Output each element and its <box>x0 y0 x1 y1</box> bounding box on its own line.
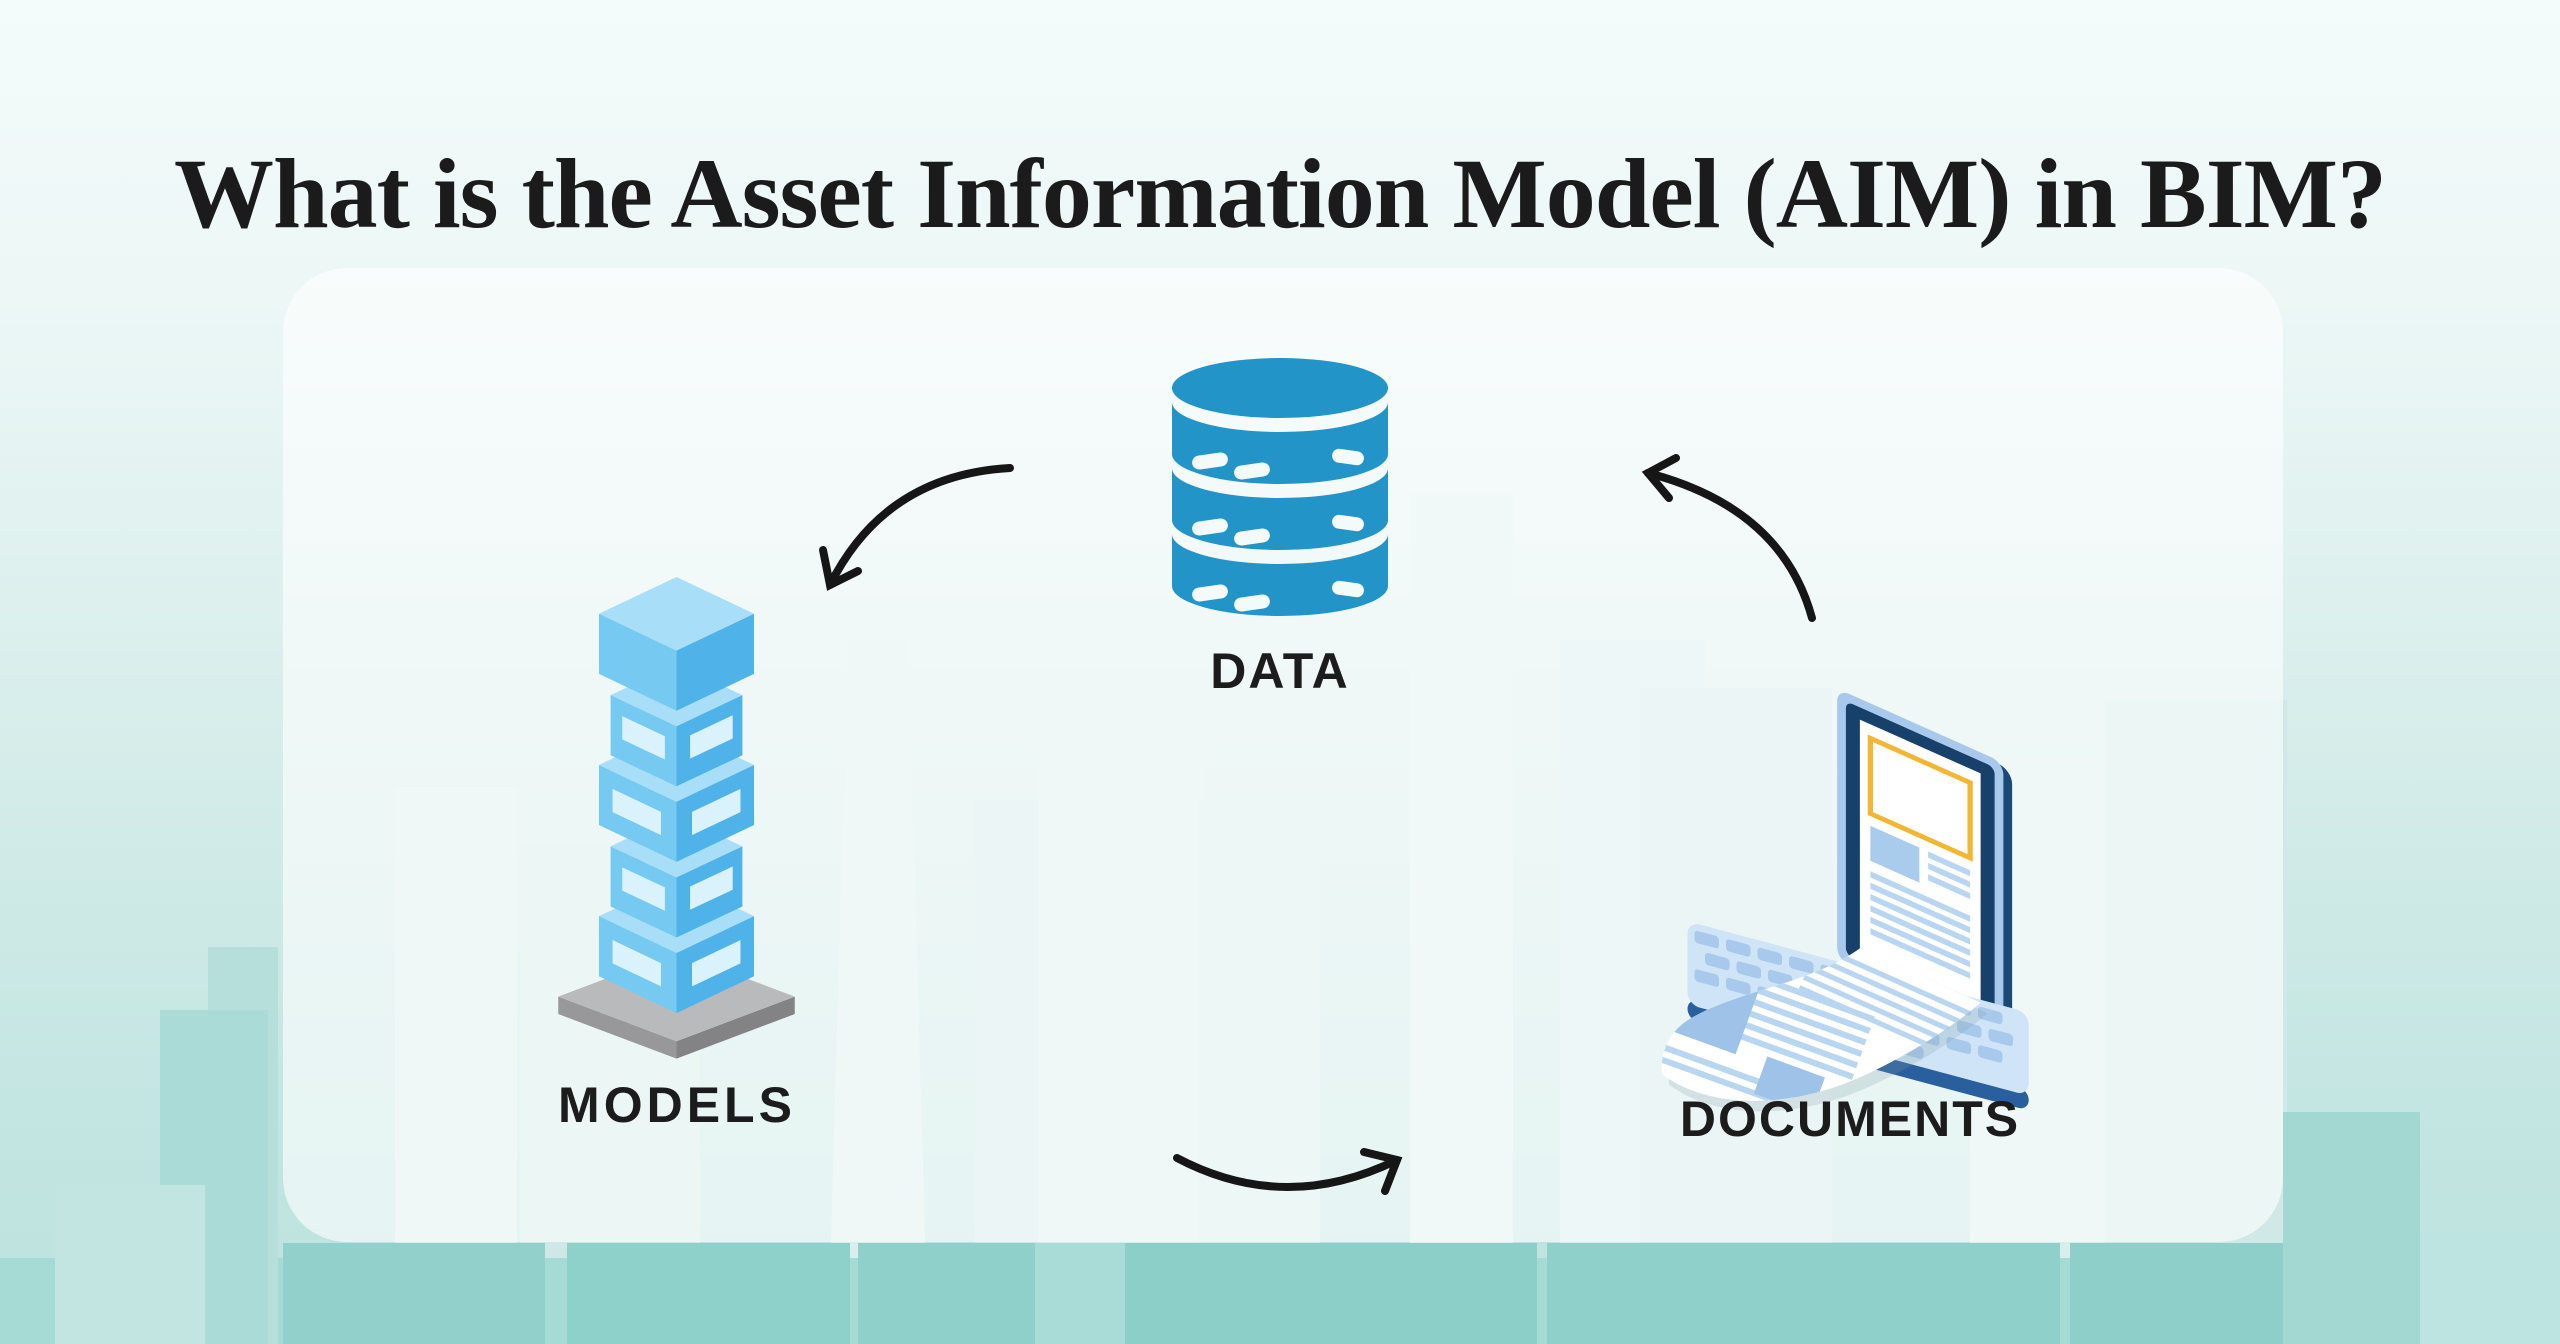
arrow-data-to-models <box>819 464 1014 591</box>
laptop-documents-icon <box>1661 692 2029 1112</box>
node-label-models: MODELS <box>558 1077 796 1133</box>
laptop-screen <box>1837 692 2013 1040</box>
document-header-box <box>1867 734 1973 862</box>
database-icon <box>1172 358 1388 616</box>
building-model-icon <box>558 576 795 1059</box>
page-title: What is the Asset Information Model (AIM… <box>173 138 2387 249</box>
node-label-documents: DOCUMENTS <box>1679 1091 2021 1147</box>
arrow-models-to-documents <box>1173 1148 1403 1195</box>
node-label-data: DATA <box>1210 643 1350 699</box>
database-led-dashes <box>1192 448 1364 612</box>
skyline-foreground-buildings <box>0 947 2560 1344</box>
arrow-documents-to-data <box>1641 454 1816 622</box>
